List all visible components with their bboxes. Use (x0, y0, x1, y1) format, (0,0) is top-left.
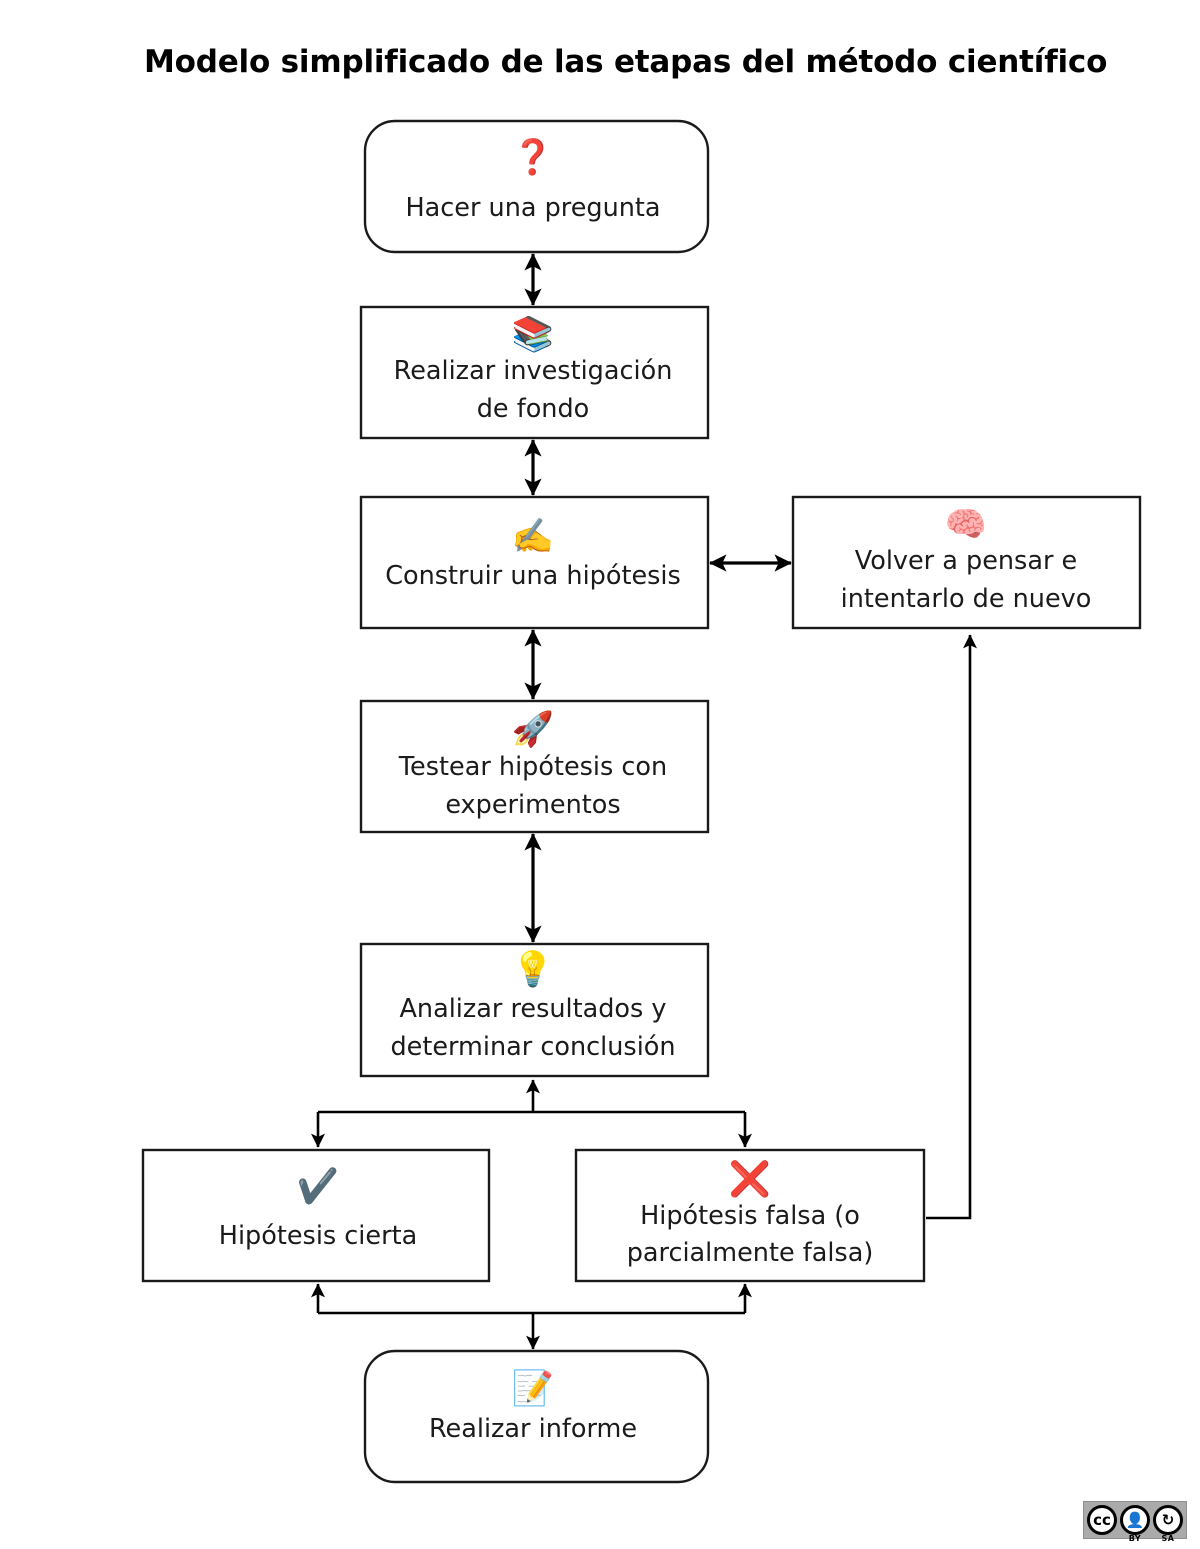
node-label-line-2: experimentos (445, 790, 620, 820)
brain-icon: 🧠 (945, 505, 987, 545)
node-label-line-2: determinar conclusión (390, 1032, 675, 1062)
node-testear-hipotesis[interactable]: 🚀 Testear hipótesis con experimentos (359, 699, 710, 834)
cc-by-cell: 👤 BY (1120, 1505, 1150, 1543)
person-icon: 👤 BY (1120, 1505, 1150, 1543)
rocket-icon: 🚀 (512, 710, 554, 750)
node-analizar-resultados[interactable]: 💡 Analizar resultados y determinar concl… (359, 942, 710, 1078)
node-hacer-una-pregunta[interactable]: ❓ Hacer una pregunta (363, 119, 710, 254)
cc-logo-cell: cc (1087, 1505, 1117, 1535)
node-label: Hipótesis cierta (219, 1221, 417, 1251)
node-label: Construir una hipótesis (385, 561, 681, 591)
node-realizar-informe[interactable]: 📝 Realizar informe (363, 1349, 710, 1484)
node-construir-una-hipotesis[interactable]: ✍️ Construir una hipótesis (359, 495, 710, 630)
node-shape (791, 495, 1142, 630)
node-shape (359, 942, 710, 1078)
node-shape (359, 495, 710, 630)
cross-mark-icon: ❌ (729, 1160, 771, 1200)
node-shape (363, 119, 710, 254)
writing-hand-icon: ✍️ (512, 517, 554, 557)
node-hipotesis-cierta[interactable]: ✔️ Hipótesis cierta (141, 1148, 491, 1283)
share-alike-glyph: ↻ (1161, 1510, 1175, 1529)
question-mark-icon: ❓ (512, 138, 554, 178)
node-volver-a-pensar[interactable]: 🧠 Volver a pensar e intentarlo de nuevo (791, 495, 1142, 630)
node-shape (359, 305, 710, 440)
books-icon: 📚 (512, 315, 554, 355)
share-alike-icon: ↻ SA (1153, 1505, 1183, 1543)
cc-sa-cell: ↻ SA (1153, 1505, 1183, 1543)
cc-icon: cc (1087, 1505, 1117, 1535)
cc-sa-label: SA (1161, 1534, 1175, 1543)
node-label-line-1: Realizar investigación (394, 356, 673, 386)
node-label-line-2: de fondo (477, 394, 590, 424)
node-label-line-1: Testear hipótesis con (398, 752, 667, 782)
node-label-line-1: Analizar resultados y (399, 994, 666, 1024)
node-label: Hacer una pregunta (405, 193, 660, 223)
node-label-line-2: intentarlo de nuevo (841, 584, 1092, 614)
connector-layer (311, 253, 977, 1350)
edge-falsa-repensar-loop (926, 634, 977, 1220)
node-label-line-1: Volver a pensar e (855, 546, 1077, 576)
node-label-line-2: parcialmente falsa) (627, 1238, 874, 1268)
node-label: Realizar informe (429, 1414, 637, 1444)
cc-by-label: BY (1128, 1534, 1142, 1543)
node-shape (363, 1349, 710, 1484)
node-layer: ❓ Hacer una pregunta 📚 Realizar investig… (141, 119, 1142, 1484)
check-mark-icon: ✔️ (297, 1167, 339, 1207)
creative-commons-license-badge[interactable]: cc 👤 BY ↻ SA (1083, 1501, 1187, 1543)
node-hipotesis-falsa[interactable]: ❌ Hipótesis falsa (o parcialmente falsa) (574, 1148, 926, 1283)
cc-glyph: cc (1093, 1510, 1111, 1529)
node-shape (574, 1148, 926, 1283)
node-shape (141, 1148, 491, 1283)
node-shape (359, 699, 710, 834)
person-glyph: 👤 (1125, 1510, 1145, 1529)
page-title: Modelo simplificado de las etapas del mé… (144, 44, 1108, 80)
node-realizar-investigacion-de-fondo[interactable]: 📚 Realizar investigación de fondo (359, 305, 710, 440)
light-bulb-icon: 💡 (512, 950, 554, 990)
node-label-line-1: Hipótesis falsa (o (640, 1201, 860, 1231)
memo-icon: 📝 (512, 1369, 554, 1409)
